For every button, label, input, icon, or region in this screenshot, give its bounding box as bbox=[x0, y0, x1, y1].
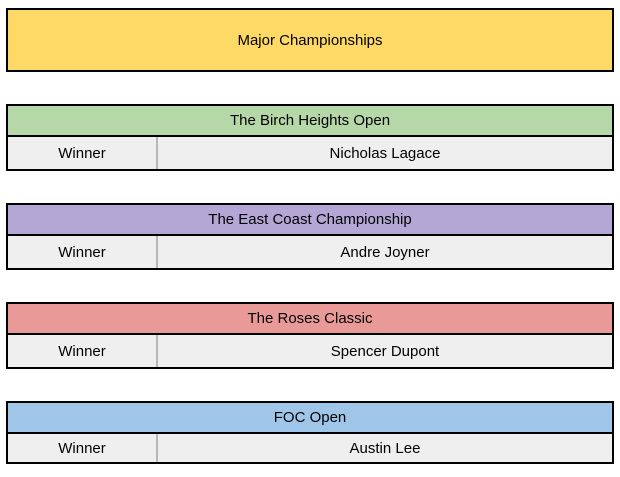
page-title: Major Championships bbox=[6, 8, 614, 72]
sheet-canvas: Major Championships The Birch Heights Op… bbox=[0, 8, 620, 477]
winner-value-cell: Austin Lee bbox=[349, 439, 421, 457]
championship-table-east-coast: The East Coast Championship Winner Andre… bbox=[6, 203, 614, 270]
winner-value-cell: Spencer Dupont bbox=[330, 342, 440, 360]
championship-table-roses-classic: The Roses Classic Winner Spencer Dupont bbox=[6, 302, 614, 369]
winner-label-cell: Winner bbox=[8, 434, 158, 462]
championship-name: The Birch Heights Open bbox=[8, 106, 612, 137]
championship-table-birch-heights: The Birch Heights Open Winner Nicholas L… bbox=[6, 104, 614, 171]
winner-label-cell: Winner bbox=[8, 236, 158, 268]
winner-row: Winner Austin Lee bbox=[8, 434, 612, 462]
winner-value-cell: Andre Joyner bbox=[340, 243, 430, 261]
winner-row: Winner Andre Joyner bbox=[8, 236, 612, 268]
championship-name: The Roses Classic bbox=[8, 304, 612, 335]
championship-table-foc-open: FOC Open Winner Austin Lee bbox=[6, 401, 614, 464]
winner-row: Winner Nicholas Lagace bbox=[8, 137, 612, 169]
championship-name: The East Coast Championship bbox=[8, 205, 612, 236]
championship-name: FOC Open bbox=[8, 403, 612, 434]
winner-label-cell: Winner bbox=[8, 335, 158, 367]
winner-label-cell: Winner bbox=[8, 137, 158, 169]
winner-row: Winner Spencer Dupont bbox=[8, 335, 612, 367]
winner-value-cell: Nicholas Lagace bbox=[329, 144, 441, 162]
